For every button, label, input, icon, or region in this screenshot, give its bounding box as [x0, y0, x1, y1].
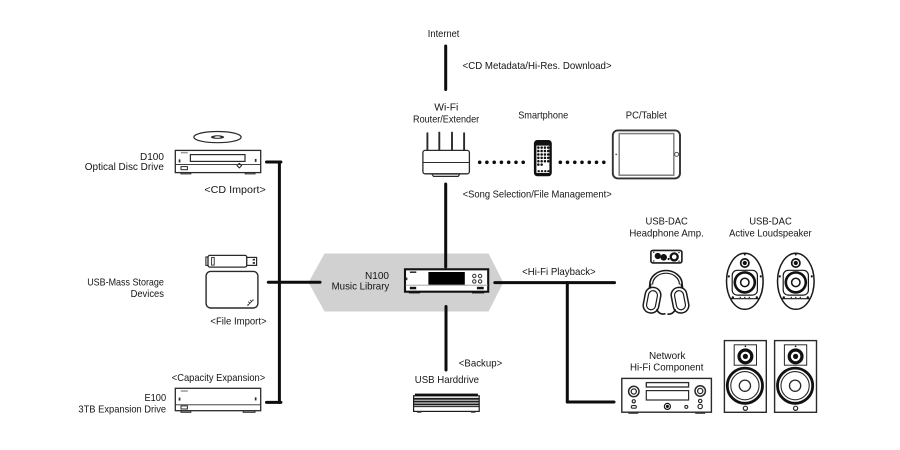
svg-text:D100: D100: [140, 152, 164, 163]
svg-text:USB Harddrive: USB Harddrive: [415, 375, 479, 386]
svg-text:<Backup>: <Backup>: [459, 359, 502, 370]
svg-text:<CD Metadata/Hi-Res. Download>: <CD Metadata/Hi-Res. Download>: [463, 61, 612, 72]
svg-text:USB-DAC: USB-DAC: [749, 217, 792, 228]
svg-text:<Hi-Fi Playback>: <Hi-Fi Playback>: [522, 267, 596, 278]
svg-text:Optical Disc Drive: Optical Disc Drive: [85, 162, 164, 173]
svg-text:Router/Extender: Router/Extender: [413, 114, 480, 125]
svg-text:USB-DAC: USB-DAC: [646, 217, 689, 228]
svg-text:Active Loudspeaker: Active Loudspeaker: [729, 229, 812, 240]
svg-text:Smartphone: Smartphone: [518, 111, 568, 122]
svg-text:<File Import>: <File Import>: [210, 316, 266, 327]
svg-text:<Capacity Expansion>: <Capacity Expansion>: [172, 373, 265, 384]
svg-text:Network: Network: [649, 351, 686, 362]
svg-text:<Song Selection/File Managemen: <Song Selection/File Management>: [463, 189, 612, 200]
svg-text:3TB Expansion Drive: 3TB Expansion Drive: [78, 404, 166, 415]
svg-text:USB-Mass Storage: USB-Mass Storage: [87, 277, 164, 288]
svg-text:E100: E100: [145, 393, 167, 404]
svg-text:Internet: Internet: [428, 29, 460, 40]
svg-text:Hi-Fi Component: Hi-Fi Component: [630, 362, 704, 373]
svg-text:Devices: Devices: [131, 289, 164, 300]
svg-text:PC/Tablet: PC/Tablet: [626, 111, 667, 122]
svg-text:N100: N100: [365, 271, 389, 282]
svg-text:Music Library: Music Library: [332, 282, 390, 293]
svg-text:Wi-Fi: Wi-Fi: [434, 103, 458, 114]
svg-text:<CD Import>: <CD Import>: [204, 185, 265, 196]
svg-text:Headphone Amp.: Headphone Amp.: [629, 229, 704, 240]
